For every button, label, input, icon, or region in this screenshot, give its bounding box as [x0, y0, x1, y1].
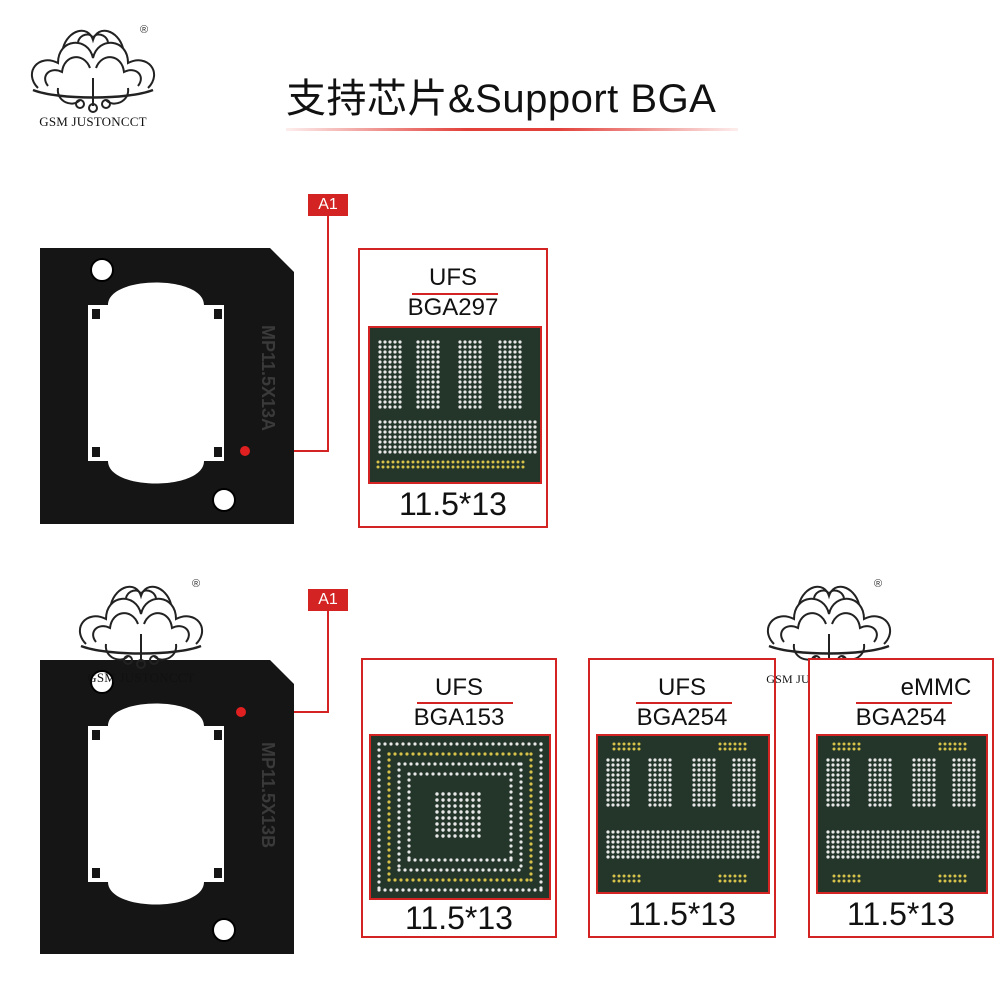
chip-package-label: BGA297: [407, 294, 499, 321]
registered-mark: ®: [140, 24, 149, 36]
brand-logo-emblem: [31, 29, 155, 113]
label-rule: [417, 702, 513, 704]
a1-marker: A1: [308, 589, 348, 611]
chip-card-emmc-bga254: eMMC BGA254 11.5*13: [808, 658, 994, 938]
page-title: 支持芯片&Support BGA: [286, 77, 717, 121]
chip-card-ufs-bga254: UFS BGA254 11.5*13: [588, 658, 776, 938]
brand-logo: GSM JUSTONCCT ®: [18, 18, 168, 148]
registered-mark: ®: [192, 578, 201, 590]
pin1-dot: [240, 446, 250, 456]
chip-size-label: 11.5*13: [405, 900, 513, 936]
label-rule: [856, 702, 952, 704]
a1-marker: A1: [308, 194, 348, 216]
chip-image: [368, 326, 542, 484]
chip-size-label: 11.5*13: [399, 486, 507, 522]
chip-card-ufs-bga153: UFS BGA153 11.5*13: [361, 658, 557, 938]
socket-plate-a: MP11.5X13A: [40, 248, 294, 524]
a1-leader-line: [327, 216, 329, 452]
socket-engraving: MP11.5X13B: [258, 742, 278, 848]
chip-image: [369, 734, 551, 900]
chip-card-ufs-bga297: UFS BGA297 11.5*13: [358, 248, 548, 528]
socket-plate-b: MP11.5X13B: [40, 660, 294, 954]
brand-logo-emblem: [79, 585, 203, 669]
brand-name: GSM JUSTONCCT: [39, 114, 147, 129]
label-rule: [412, 293, 498, 295]
chip-package-label: BGA153: [413, 704, 505, 731]
chip-type-label: UFS: [429, 264, 477, 291]
chip-package-label: BGA254: [855, 704, 947, 731]
brand-watermark: GSM JUSTONCCT ®: [66, 574, 216, 704]
brand-logo-emblem: [767, 585, 891, 669]
chip-size-label: 11.5*13: [847, 896, 955, 932]
title-underline: [286, 128, 738, 131]
brand-name: GSM JUSTONCCT: [87, 670, 195, 685]
chip-type-label: UFS: [658, 674, 706, 701]
chip-size-label: 11.5*13: [628, 896, 736, 932]
a1-leader-line: [327, 611, 329, 713]
label-rule: [636, 702, 732, 704]
chip-package-label: BGA254: [636, 704, 728, 731]
chip-image: [816, 734, 988, 894]
pin1-dot: [236, 707, 246, 717]
socket-engraving: MP11.5X13A: [258, 325, 278, 431]
registered-mark: ®: [874, 578, 883, 590]
chip-type-label: eMMC: [900, 674, 972, 701]
chip-image: [596, 734, 770, 894]
chip-type-label: UFS: [435, 674, 483, 701]
